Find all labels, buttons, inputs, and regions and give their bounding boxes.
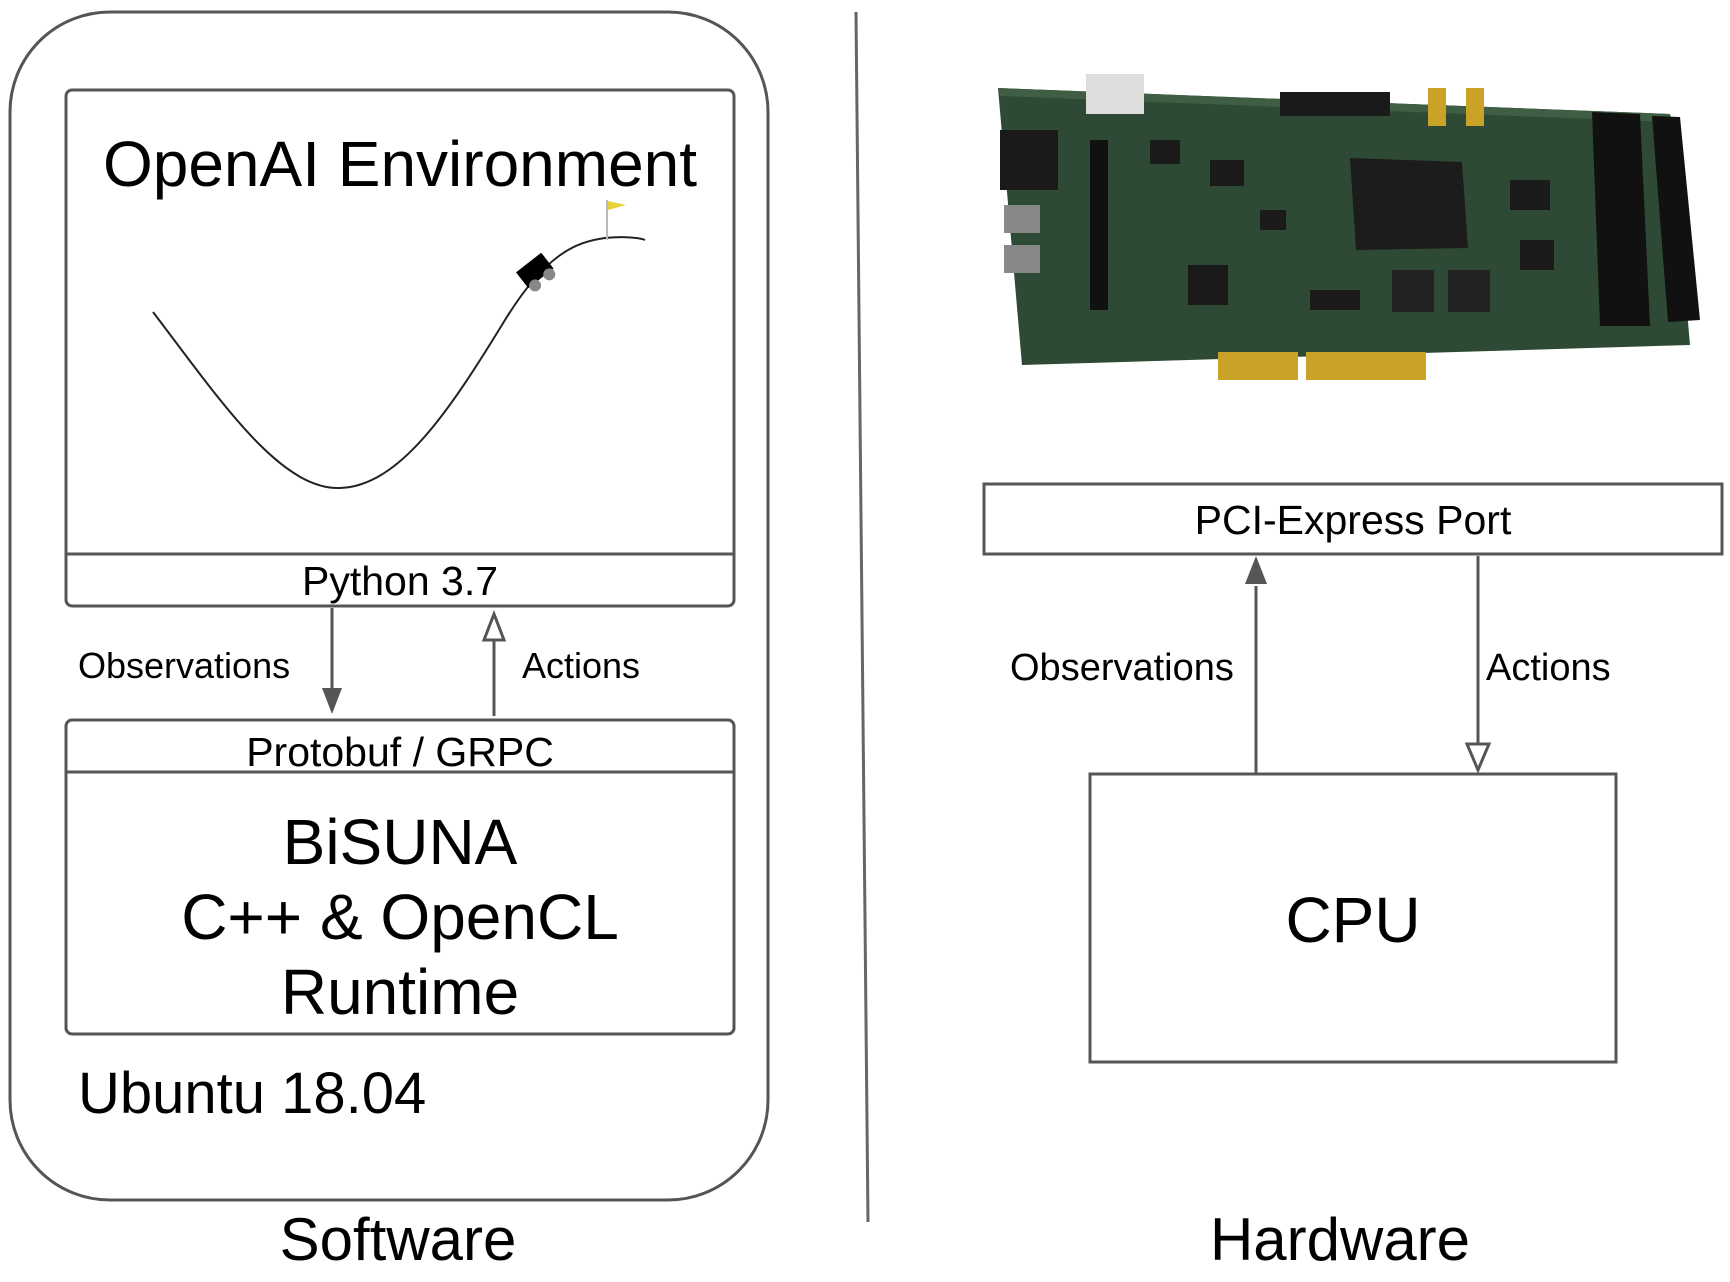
bisuna-line-1: BiSUNA xyxy=(282,806,518,878)
bisuna-runtime-text: BiSUNA C++ & OpenCL Runtime xyxy=(66,805,734,1030)
mountain-curve xyxy=(152,236,646,490)
observations-label-software: Observations xyxy=(78,645,291,686)
pcie-label: PCI-Express Port xyxy=(1194,497,1512,543)
os-label: Ubuntu 18.04 xyxy=(78,1061,427,1126)
environment-box xyxy=(64,88,736,608)
actions-label-hardware: Actions xyxy=(1486,647,1611,689)
observations-arrowhead-hardware xyxy=(1245,556,1267,584)
hardware-section-label: Hardware xyxy=(1209,1206,1471,1273)
actions-arrowhead-hardware xyxy=(1464,742,1492,774)
protobuf-label: Protobuf / GRPC xyxy=(246,729,554,775)
environment-title: OpenAI Environment xyxy=(102,128,698,200)
runtime-box xyxy=(64,718,736,1036)
software-section-label: Software xyxy=(279,1206,517,1273)
cpu-label: CPU xyxy=(1285,884,1421,956)
goal-flag-icon xyxy=(606,200,626,240)
software-container xyxy=(8,10,770,1202)
mountain-car-icon xyxy=(516,252,556,292)
fpga-board-image xyxy=(998,74,1700,380)
cpu-box xyxy=(1088,772,1618,1064)
section-divider xyxy=(854,11,870,1223)
actions-label-software: Actions xyxy=(522,645,641,686)
actions-arrowhead-software xyxy=(481,609,507,642)
observations-label-hardware: Observations xyxy=(1010,647,1234,689)
bisuna-line-2: C++ & OpenCL xyxy=(181,881,619,953)
pcie-box xyxy=(982,482,1724,556)
bisuna-line-3: Runtime xyxy=(280,956,520,1028)
observations-arrowhead-software xyxy=(322,688,342,714)
python-version-label: Python 3.7 xyxy=(301,558,499,604)
